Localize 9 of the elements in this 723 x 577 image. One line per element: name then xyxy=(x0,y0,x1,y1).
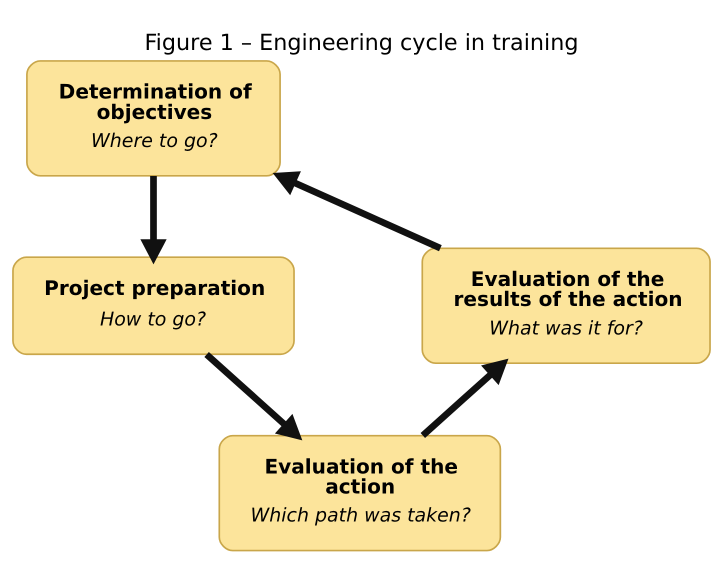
arrow xyxy=(140,176,167,264)
node-box: Determination of objectives Where to go? xyxy=(26,60,281,176)
diagram-title: Figure 1 – Engineering cycle in training xyxy=(144,29,579,56)
arrow xyxy=(272,170,442,251)
node-box: Project preparation How to go? xyxy=(12,256,295,355)
arrow xyxy=(420,358,508,438)
arrow xyxy=(204,352,302,440)
node-box: Evaluation of the results of the action What was it for? xyxy=(421,246,711,364)
node-box: Evaluation of the action Which path was taken? xyxy=(218,434,502,551)
